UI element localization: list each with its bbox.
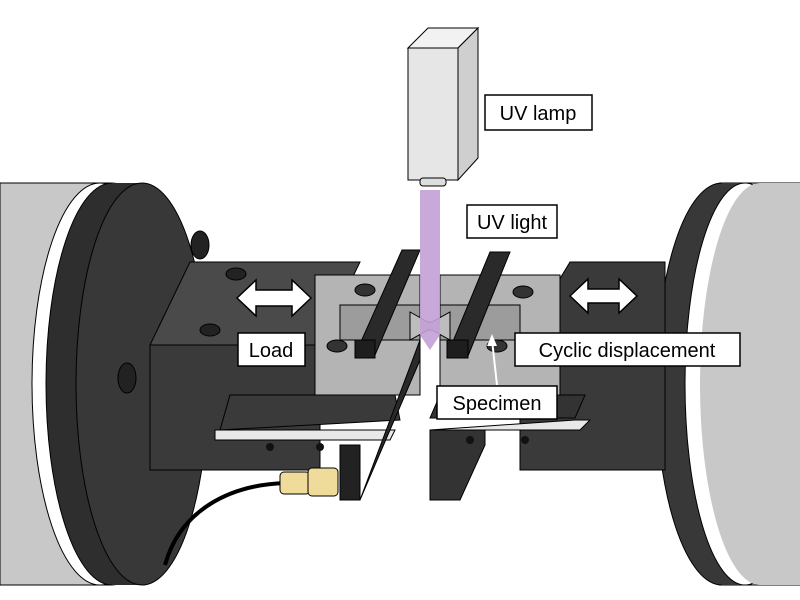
left-grip bbox=[149, 249, 421, 501]
svg-text:Cyclic displacement: Cyclic displacement bbox=[539, 340, 716, 362]
label-uv-light: UV light bbox=[466, 204, 558, 239]
specimen-pointer bbox=[491, 339, 498, 386]
svg-text:UV light: UV light bbox=[477, 212, 547, 234]
uv-beam bbox=[420, 190, 440, 350]
label-load: Load bbox=[237, 332, 306, 367]
svg-text:Load: Load bbox=[249, 340, 294, 362]
sensor-cable bbox=[163, 481, 286, 566]
uv-lamp bbox=[406, 26, 480, 187]
svg-text:Specimen: Specimen bbox=[453, 393, 542, 415]
label-uv-lamp: UV lamp bbox=[484, 94, 593, 131]
cyclic-displacement-arrow-icon bbox=[568, 277, 639, 315]
label-specimen: Specimen bbox=[436, 385, 558, 420]
load-arrow-icon bbox=[235, 278, 313, 318]
svg-text:UV lamp: UV lamp bbox=[500, 103, 577, 125]
right-actuator bbox=[655, 182, 800, 586]
label-cyclic-displacement: Cyclic displacement bbox=[514, 332, 741, 367]
sensor-connector bbox=[279, 467, 339, 497]
left-actuator bbox=[0, 182, 210, 586]
